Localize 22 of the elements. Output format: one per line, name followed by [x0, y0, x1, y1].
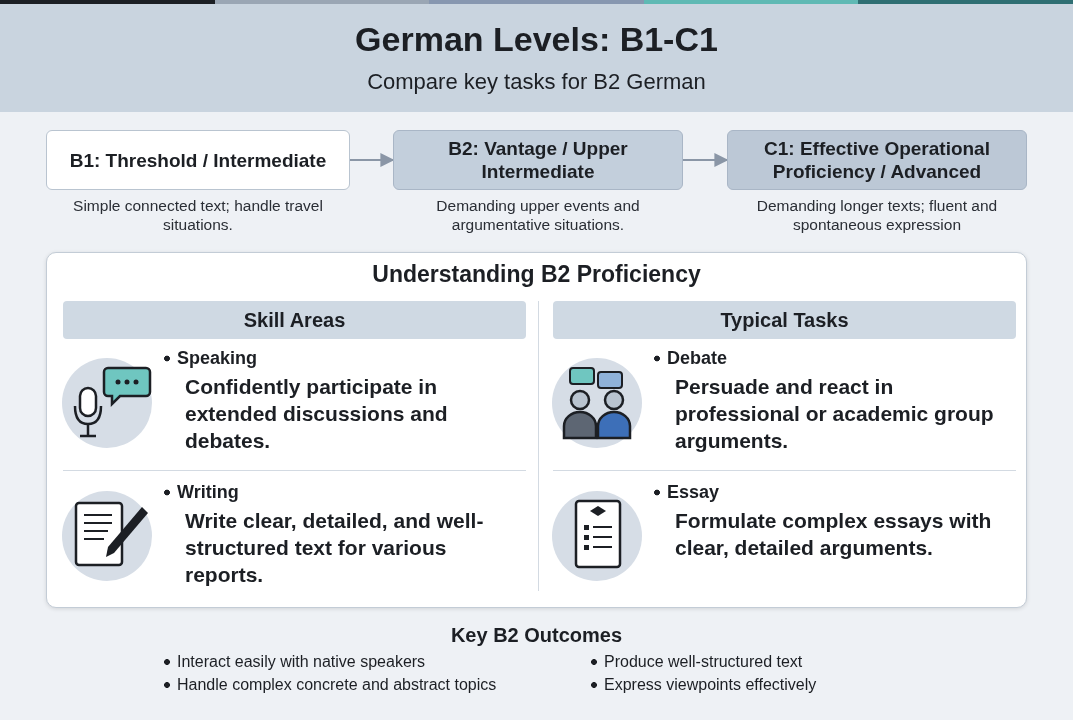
column-header: Skill Areas	[63, 301, 526, 339]
content-panel	[46, 252, 1027, 608]
outcomes-heading: Key B2 Outcomes	[449, 623, 624, 648]
outcome-item: Express viewpoints effectively	[590, 675, 817, 695]
level-box: B1: Threshold / Intermediate	[46, 130, 350, 190]
title: German Levels: B1-C1	[354, 20, 719, 59]
panel-title: Understanding B2 Proficiency	[371, 261, 702, 288]
skill-description: Write clear, detailed, and well-structured text for various reports.	[185, 508, 485, 588]
outcome-item: Interact easily with native speakers	[163, 652, 426, 672]
level-box: C1: Effective Operational Proficiency / Advanced	[727, 130, 1027, 190]
level-box: B2: Vantage / Upper Intermediate	[393, 130, 683, 190]
level-description: Demanding longer texts; fluent and spontaneous expression	[755, 196, 999, 234]
column-header: Typical Tasks	[553, 301, 1016, 339]
task-description: Formulate complex essays with clear, detailed arguments.	[675, 508, 993, 561]
level-description: Demanding upper events and argumentative situations.	[435, 196, 641, 234]
subtitle: Compare key tasks for B2 German	[366, 68, 707, 96]
outcome-item: Handle complex concrete and abstract topics	[163, 675, 497, 695]
arrow	[682, 153, 729, 167]
skill-description: Confidently participate in extended discussions and debates.	[185, 374, 449, 454]
arrow	[349, 153, 395, 167]
task-description: Persuade and react in professional or academic group arguments.	[675, 374, 995, 454]
level-description: Simple connected text; handle travel situations.	[72, 196, 324, 234]
